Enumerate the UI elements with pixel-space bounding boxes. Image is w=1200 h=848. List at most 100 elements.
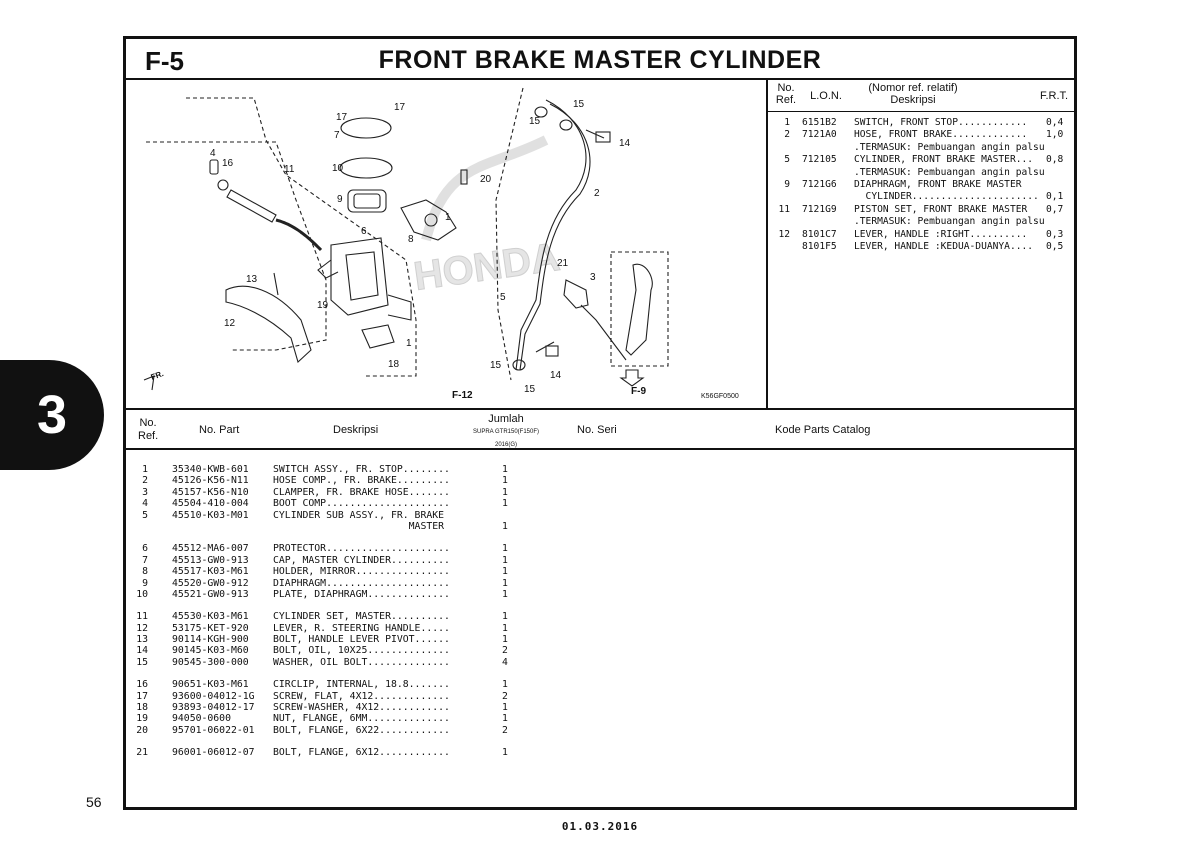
ref-desc: DIAPHRAGM, FRONT BRAKE MASTER [854, 178, 1022, 190]
svg-text:13: 13 [246, 274, 258, 285]
svg-text:21: 21 [557, 258, 569, 269]
ref-no: 9 [784, 178, 790, 190]
svg-text:18: 18 [388, 359, 400, 370]
svg-text:9: 9 [337, 194, 343, 205]
part-ref-no: 14 [136, 645, 148, 657]
ref-row: 2 7121A0 HOSE, FRONT BRAKE............. 1,0 [770, 129, 1070, 141]
ref-desc: HOSE, FRONT BRAKE............. [854, 129, 1028, 141]
ref-header-lon: L.O.N. [810, 90, 842, 102]
part-qty: 1 [502, 747, 508, 759]
part-qty: 4 [502, 656, 508, 668]
part-ref-no: 9 [142, 577, 148, 589]
part-number: 53175-KET-920 [172, 622, 249, 634]
part-number: 95701-06022-01 [172, 724, 255, 736]
svg-text:17: 17 [336, 112, 348, 123]
part-ref-no: 1 [142, 464, 148, 475]
group-gap [126, 668, 546, 679]
part-ref-no: 19 [136, 713, 148, 725]
parts-header-catalog: Kode Parts Catalog [775, 424, 871, 436]
part-number: 90545-300-000 [172, 656, 249, 668]
part-desc: SCREW-WASHER, 4X12............ [273, 702, 450, 714]
part-number: 45504-410-004 [172, 498, 249, 510]
svg-text:8: 8 [408, 234, 414, 245]
part-desc: MASTER [273, 520, 445, 532]
table-row: 8 45517-K03-M61 HOLDER, MIRROR............… [126, 566, 546, 577]
ref-no: 11 [778, 203, 790, 215]
ref-header-divider [766, 111, 1076, 112]
part-desc: CYLINDER SET, MASTER.......... [273, 611, 450, 623]
part-desc: BOLT, HANDLE LEVER PIVOT...... [273, 634, 450, 646]
svg-text:1: 1 [445, 212, 451, 223]
part-desc: PROTECTOR..................... [273, 543, 450, 555]
part-number: 96001-06012-07 [172, 747, 255, 759]
ref-no: 2 [784, 129, 790, 141]
part-qty: 1 [502, 588, 508, 600]
part-ref-no: 21 [136, 747, 148, 759]
part-desc: HOLDER, MIRROR................ [273, 566, 450, 578]
part-number: 45517-K03-M61 [172, 566, 249, 578]
part-desc: BOOT COMP..................... [273, 498, 450, 510]
ref-desc: .TERMASUK: Pembuangan angin palsu [854, 166, 1045, 178]
ref-desc: SWITCH, FRONT STOP............ [854, 117, 1028, 128]
svg-text:F-12: F-12 [452, 390, 473, 401]
section-code: F-5 [145, 46, 184, 76]
part-desc: BOLT, OIL, 10X25.............. [273, 645, 450, 657]
part-ref-no: 15 [136, 656, 148, 668]
svg-text:1: 1 [406, 338, 412, 349]
parts-header-part: No. Part [199, 424, 240, 436]
part-desc: CYLINDER SUB ASSY., FR. BRAKE [273, 509, 445, 521]
ref-lon: 7121A0 [802, 129, 837, 141]
svg-text:16: 16 [222, 158, 234, 169]
part-desc: NUT, FLANGE, 6MM.............. [273, 713, 450, 725]
part-desc: CIRCLIP, INTERNAL, 18.8....... [273, 679, 450, 691]
ref-lon: 6151B2 [802, 117, 837, 128]
ref-frt: 0,3 [1046, 228, 1064, 240]
part-qty: 1 [502, 577, 508, 589]
svg-text:15: 15 [573, 99, 585, 110]
ref-row: .TERMASUK: Pembuangan angin palsu [770, 167, 1070, 179]
part-ref-no: 7 [142, 554, 148, 566]
part-qty: 2 [502, 690, 508, 702]
part-qty: 1 [502, 702, 508, 714]
ref-row: CYLINDER......................0,1 [770, 191, 1070, 203]
part-desc: DIAPHRAGM..................... [273, 577, 450, 589]
group-gap [126, 736, 546, 747]
svg-text:3: 3 [590, 272, 596, 283]
part-desc: SCREW, FLAT, 4X12............. [273, 690, 450, 702]
parts-header-bottom [126, 448, 1076, 450]
part-desc: BOLT, FLANGE, 6X22............ [273, 724, 450, 736]
page-title: FRONT BRAKE MASTER CYLINDER [378, 46, 822, 74]
svg-text:4: 4 [210, 148, 216, 159]
page-number: 56 [86, 794, 102, 810]
svg-text:6: 6 [361, 226, 367, 237]
part-qty: 1 [502, 713, 508, 725]
parts-header-desc: Deskripsi [333, 424, 379, 436]
svg-text:11: 11 [284, 164, 295, 175]
ref-row: .TERMASUK: Pembuangan angin palsu [770, 216, 1070, 228]
chapter-tab [0, 360, 104, 470]
part-ref-no: 8 [142, 566, 148, 578]
ref-frt: 1,0 [1046, 129, 1064, 141]
part-desc: SWITCH ASSY., FR. STOP........ [273, 464, 450, 475]
parts-header-top [126, 408, 1076, 410]
ref-frt: 0,5 [1046, 240, 1064, 252]
svg-text:15: 15 [490, 360, 502, 371]
part-ref-no: 12 [136, 622, 148, 634]
part-number: 90145-K03-M60 [172, 645, 249, 657]
part-desc: HOSE COMP., FR. BRAKE......... [273, 475, 450, 487]
